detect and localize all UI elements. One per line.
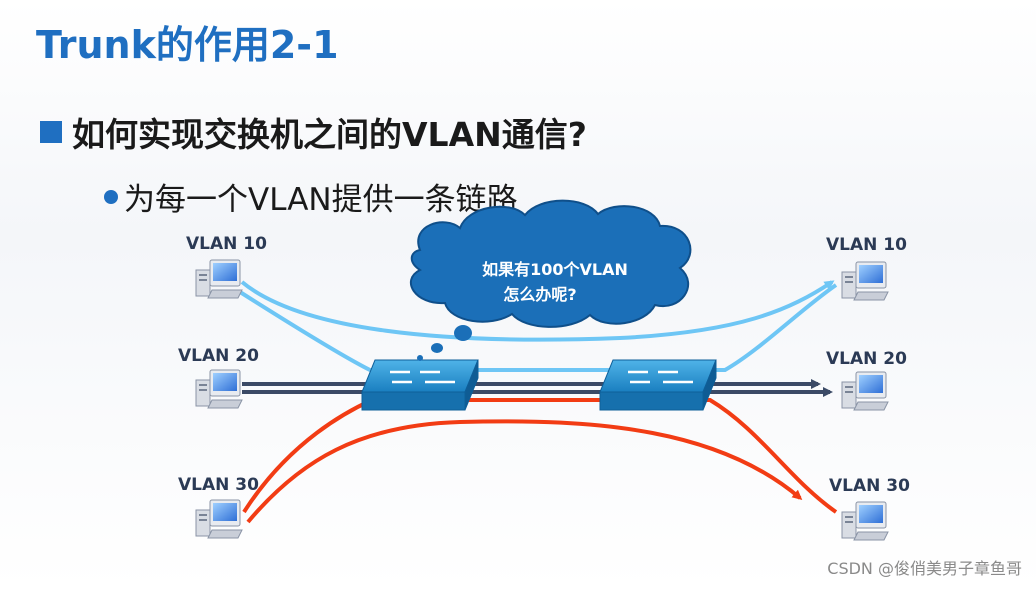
switch-icon [361, 359, 479, 411]
left-vlan-label: VLAN 10 [186, 234, 267, 254]
main-bullet-text: 如何实现交换机之间的VLAN通信? [72, 115, 587, 154]
main-bullet: 如何实现交换机之间的VLAN通信? [40, 108, 587, 156]
left-vlan-label: VLAN 20 [178, 346, 259, 366]
computer-icon [841, 261, 889, 301]
watermark: CSDN @俊俏美男子章鱼哥 [827, 559, 1022, 578]
sub-bullet: 为每一个VLAN提供一条链路 [104, 174, 518, 219]
computer-icon [195, 499, 243, 539]
right-vlan-label: VLAN 20 [826, 349, 907, 369]
computer-icon [841, 371, 889, 411]
left-vlan-label: VLAN 30 [178, 475, 259, 495]
round-bullet-icon [104, 189, 118, 204]
right-vlan-label: VLAN 30 [829, 476, 910, 496]
page-title: Trunk的作用2-1 [36, 23, 339, 67]
switch-icon [599, 359, 717, 411]
vlan20-links [242, 379, 833, 397]
sub-bullet-text: 为每一个VLAN提供一条链路 [124, 182, 518, 218]
cloud-text-line1: 如果有100个VLAN [482, 260, 628, 279]
computer-icon [841, 501, 889, 541]
thought-cloud-icon [409, 199, 692, 361]
right-vlan-label: VLAN 10 [826, 235, 907, 255]
computer-icon [195, 259, 243, 299]
computer-icon [195, 369, 243, 409]
vlan10-links [238, 280, 838, 372]
cloud-text-line2: 怎么办呢? [503, 285, 576, 304]
vlan30-links [242, 398, 838, 524]
square-bullet-icon [40, 121, 62, 143]
